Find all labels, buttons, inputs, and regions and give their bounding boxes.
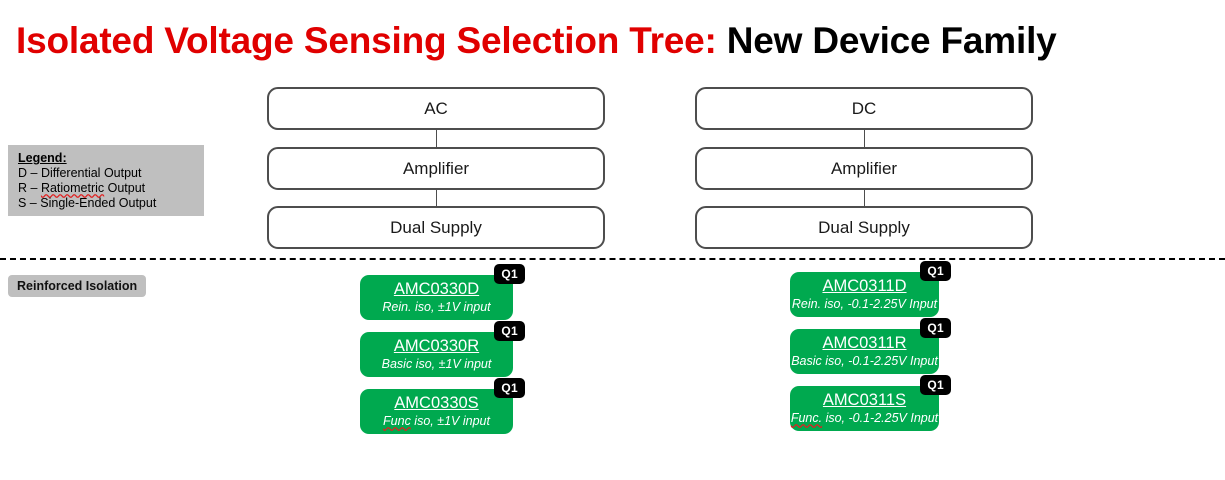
legend-item-d: D – Differential Output <box>18 166 204 181</box>
qualification-badge: Q1 <box>920 318 951 338</box>
connector-dc-1 <box>864 130 865 147</box>
device-card-amc0330d[interactable]: AMC0330D Rein. iso, ±1V input Q1 <box>360 264 525 320</box>
device-subtitle: Basic iso, ±1V input <box>382 356 492 372</box>
device-subtitle-term: Func <box>383 414 411 428</box>
reinforced-isolation-tag: Reinforced Isolation <box>8 275 147 297</box>
legend-item-d-prefix: D – <box>18 166 41 180</box>
connector-ac-1 <box>436 130 437 147</box>
page-title-accent: Isolated Voltage Sensing Selection Tree: <box>16 20 717 61</box>
device-name: AMC0330S <box>394 394 479 412</box>
device-card-amc0311d[interactable]: AMC0311D Rein. iso, -0.1-2.25V Input Q1 <box>790 261 951 317</box>
device-card-amc0330s[interactable]: AMC0330S Func iso, ±1V input Q1 <box>360 378 525 434</box>
device-subtitle: Rein. iso, ±1V input <box>382 299 490 315</box>
connector-dc-2 <box>864 190 865 206</box>
device-card-amc0311r[interactable]: AMC0311R Basic iso, -0.1-2.25V Input Q1 <box>790 318 951 374</box>
device-subtitle: Func iso, ±1V input <box>383 413 490 429</box>
legend-item-r: R – Ratiometric Output <box>18 181 204 196</box>
qualification-badge: Q1 <box>494 264 525 284</box>
legend-item-r-suffix: Output <box>104 181 146 195</box>
isolation-divider <box>0 258 1225 260</box>
legend-heading: Legend: <box>18 151 67 165</box>
legend-item-s-term: Single-Ended <box>40 196 116 210</box>
device-card-amc0330r[interactable]: AMC0330R Basic iso, ±1V input Q1 <box>360 321 525 377</box>
device-subtitle-text: Basic iso, -0.1-2.25V Input <box>791 354 938 368</box>
device-name: AMC0330R <box>393 337 480 355</box>
device-subtitle: Basic iso, -0.1-2.25V Input <box>791 353 938 369</box>
device-subtitle-text: Rein. iso, ±1V input <box>382 300 491 314</box>
legend-item-r-term: Ratiometric <box>40 181 105 195</box>
device-card-amc0311s[interactable]: AMC0311S Func. iso, -0.1-2.25V Input Q1 <box>790 375 951 431</box>
device-subtitle-term: Func. <box>790 411 823 425</box>
device-subtitle-text: iso, ±1V input <box>410 414 490 428</box>
device-name: AMC0311R <box>822 334 907 352</box>
legend-item-d-term: Differential <box>40 166 101 180</box>
connector-ac-2 <box>436 190 437 206</box>
device-subtitle-text: iso, -0.1-2.25V Input <box>822 411 939 425</box>
page-title: Isolated Voltage Sensing Selection Tree:… <box>16 16 1216 66</box>
legend-item-r-prefix: R – <box>18 181 41 195</box>
device-subtitle: Func. iso, -0.1-2.25V Input <box>791 410 938 426</box>
qualification-badge: Q1 <box>920 261 951 281</box>
node-dc-supply[interactable]: Dual Supply <box>695 206 1033 249</box>
legend-item-d-suffix: Output <box>100 166 142 180</box>
qualification-badge: Q1 <box>494 378 525 398</box>
device-subtitle: Rein. iso, -0.1-2.25V Input <box>792 296 937 312</box>
legend-item-s: S – Single-Ended Output <box>18 196 204 211</box>
page-title-plain: New Device Family <box>716 20 1057 61</box>
device-name: AMC0330D <box>393 280 480 298</box>
legend-item-s-prefix: S – <box>18 196 41 210</box>
qualification-badge: Q1 <box>920 375 951 395</box>
device-subtitle-text: Rein. iso, -0.1-2.25V Input <box>791 297 938 311</box>
legend: Legend: D – Differential Output R – Rati… <box>8 145 204 216</box>
legend-item-s-suffix: Output <box>115 196 157 210</box>
node-ac-supply[interactable]: Dual Supply <box>267 206 605 249</box>
node-ac-amplifier[interactable]: Amplifier <box>267 147 605 190</box>
node-ac-source[interactable]: AC <box>267 87 605 130</box>
qualification-badge: Q1 <box>494 321 525 341</box>
node-dc-source[interactable]: DC <box>695 87 1033 130</box>
node-dc-amplifier[interactable]: Amplifier <box>695 147 1033 190</box>
device-name: AMC0311S <box>822 391 907 409</box>
device-subtitle-text: Basic iso, ±1V input <box>381 357 492 371</box>
device-name: AMC0311D <box>822 277 907 295</box>
